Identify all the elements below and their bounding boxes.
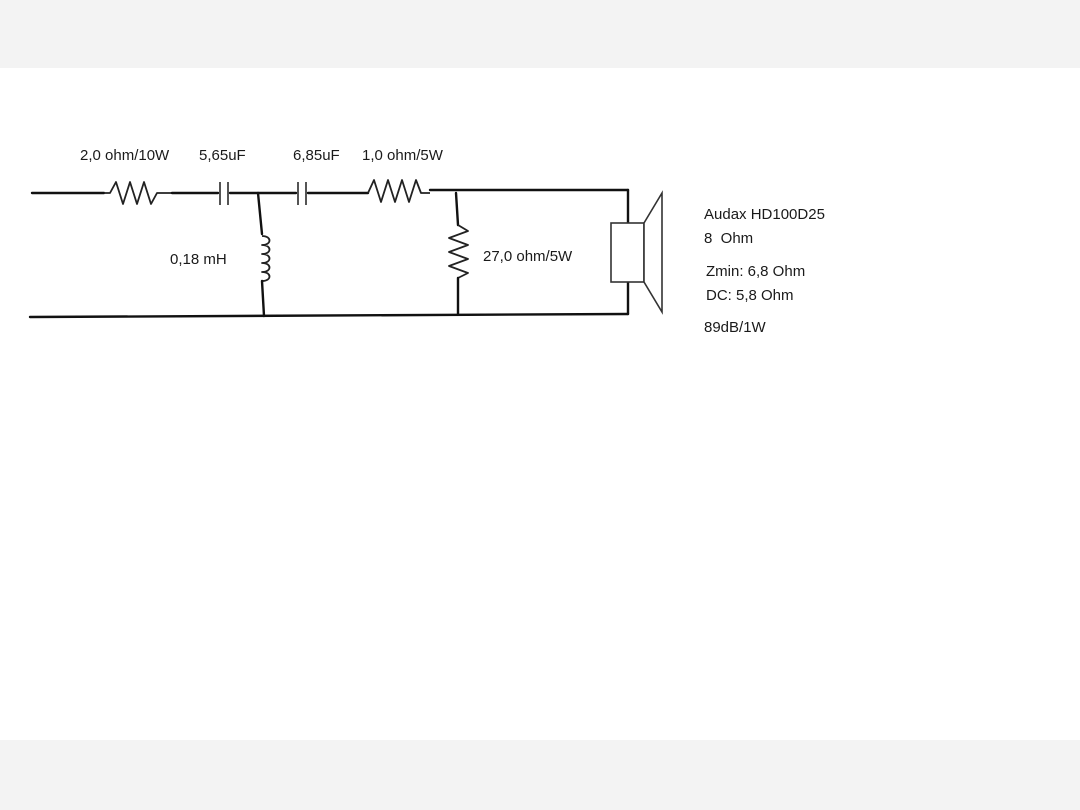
label-c1: 5,65uF xyxy=(199,147,246,164)
driver-dc: DC: 5,8 Ohm xyxy=(706,287,794,304)
speaker-cone-icon xyxy=(643,190,663,315)
inductor-lead-bottom xyxy=(260,279,266,318)
speaker-magnet-icon xyxy=(610,222,645,283)
driver-model: Audax HD100D25 xyxy=(704,206,825,223)
driver-impedance: 8 Ohm xyxy=(704,230,753,247)
label-r1: 2,0 ohm/10W xyxy=(80,147,170,164)
resistor-r1-icon xyxy=(104,181,172,205)
inductor-lead-top xyxy=(256,191,264,236)
label-r3: 27,0 ohm/5W xyxy=(483,248,573,265)
diagram-canvas xyxy=(0,68,1080,740)
resistor-r3-lead-top xyxy=(454,191,460,227)
label-r2: 1,0 ohm/5W xyxy=(362,147,444,164)
inductor-l1-icon xyxy=(261,235,271,282)
driver-sensitivity: 89dB/1W xyxy=(704,319,767,336)
resistor-r2-icon xyxy=(367,179,430,203)
label-c2: 6,85uF xyxy=(293,147,340,164)
bottom-wire xyxy=(28,312,630,319)
driver-zmin: Zmin: 6,8 Ohm xyxy=(706,263,805,280)
resistor-r3-icon xyxy=(448,224,469,279)
label-l1: 0,18 mH xyxy=(170,251,227,268)
